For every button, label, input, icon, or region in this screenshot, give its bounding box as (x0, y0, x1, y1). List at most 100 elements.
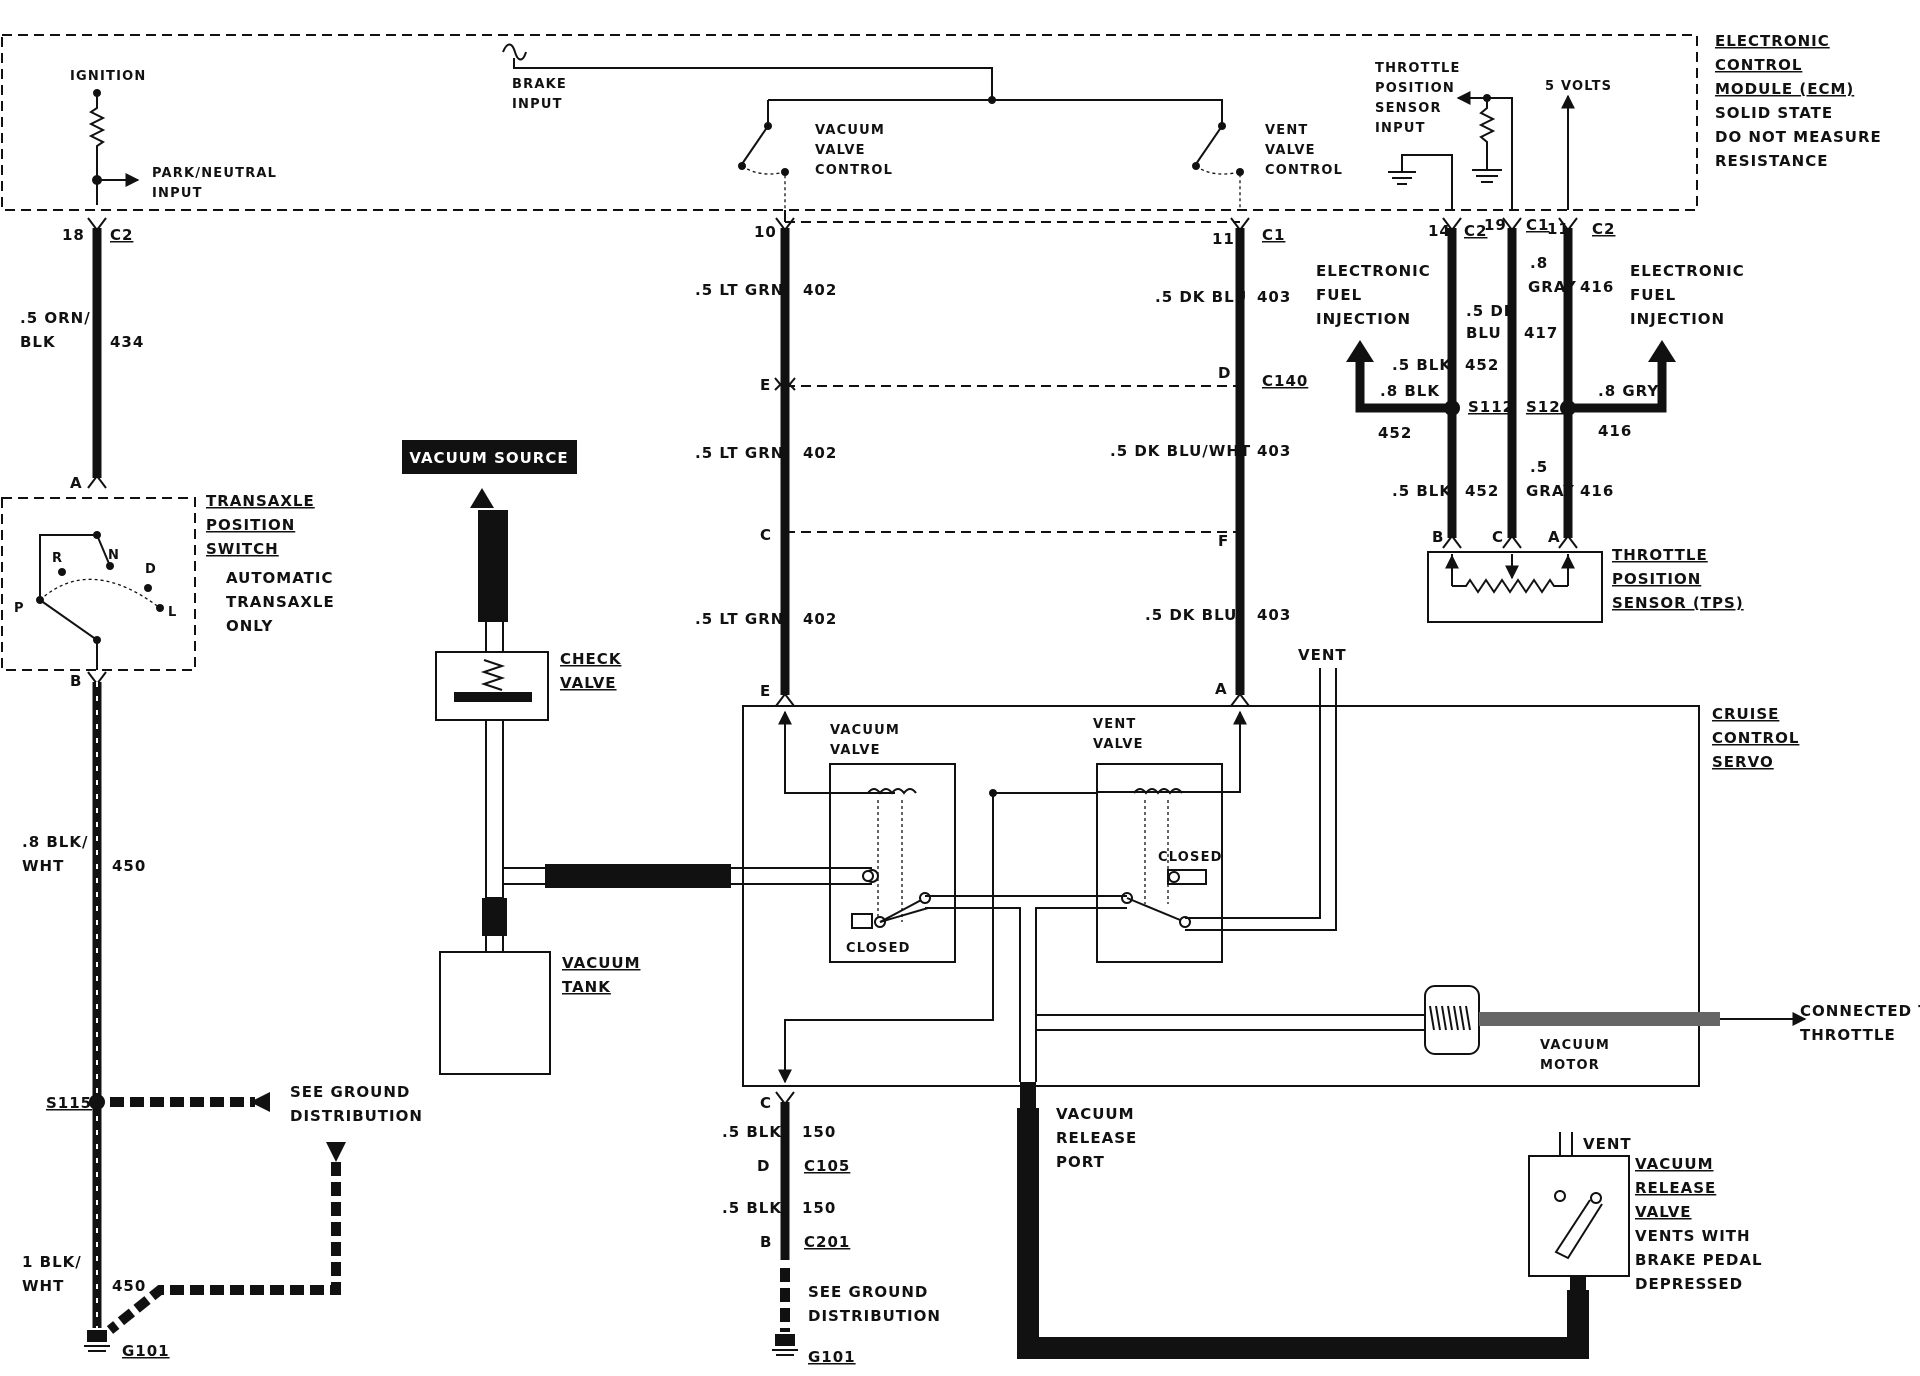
ignition-input: IGNITION PARK/NEUTRAL INPUT (70, 69, 276, 205)
vacuum-release-valve: VENT VACUUM RELEASE VALVE VENTS WITH BRA… (1528, 1132, 1763, 1293)
connected-label-2: THROTTLE (1800, 1026, 1896, 1044)
wire-434-color-1: .5 ORN/ (20, 309, 91, 327)
ecm-note-1: SOLID STATE (1715, 104, 1833, 122)
wire-450-color-2: WHT (22, 857, 64, 875)
tps-pin-b: B (1432, 528, 1444, 546)
vent-pin-a: A (1215, 680, 1228, 698)
tps-input-label-4: INPUT (1375, 121, 1426, 136)
tps-452-bottom: 452 (1465, 482, 1499, 500)
servo-pin-c: C (760, 1094, 772, 1112)
vacuum-pin-c: C (760, 526, 772, 544)
tps-pin-c: C (1492, 528, 1504, 546)
wire-403-circuit-2: 403 (1257, 442, 1291, 460)
vent-valve-closed: CLOSED (1158, 850, 1223, 865)
release-vent-label: VENT (1583, 1135, 1632, 1153)
wire-403-label-3: .5 DK BLU (1145, 606, 1237, 624)
release-valve-note-2: BRAKE PEDAL (1635, 1251, 1763, 1269)
servo-ground-ref-2: DISTRIBUTION (808, 1307, 941, 1325)
tps-input: THROTTLE POSITION SENSOR INPUT 5 VOLTS (1375, 61, 1611, 210)
check-valve-label-2: VALVE (560, 674, 617, 692)
wire-403-circuit-3: 403 (1257, 606, 1291, 624)
wire-434-color-2: BLK (20, 333, 56, 351)
tps-circuits: 14 C2 19 C1 11 C2 ELECTRONIC FUEL INJECT… (1316, 216, 1744, 623)
ground-ref-1: SEE GROUND (290, 1083, 410, 1101)
position-r: R (52, 551, 63, 566)
tps-conn-c2-a: C2 (1464, 222, 1487, 240)
vacuum-tank-label-2: TANK (562, 978, 611, 996)
wire-403-circuit-1: 403 (1257, 288, 1291, 306)
vacuum-valve-closed: CLOSED (846, 941, 911, 956)
vent-connector-c1: C1 (1262, 226, 1285, 244)
tps-416-branch: 416 (1598, 422, 1632, 440)
servo-title-2: CONTROL (1712, 729, 1799, 747)
brake-input: BRAKE INPUT (502, 43, 1223, 126)
brake-label-1: BRAKE (512, 77, 567, 92)
ignition-label: IGNITION (70, 69, 146, 84)
wire-450-circuit: 450 (112, 857, 146, 875)
servo-title-3: SERVO (1712, 753, 1774, 771)
vent-valve-control-label-3: CONTROL (1265, 163, 1343, 178)
tps-title-3: SENSOR (TPS) (1612, 594, 1744, 612)
vacuum-source-label: VACUUM SOURCE (409, 449, 568, 467)
tps-conn-c2-b: C2 (1592, 220, 1615, 238)
switch-title-3: SWITCH (206, 540, 279, 558)
wire-150-label-1: .5 BLK (722, 1123, 782, 1141)
tps-dkblu-2: BLU (1466, 324, 1502, 342)
ground-ref-2: DISTRIBUTION (290, 1107, 423, 1125)
position-d: D (145, 562, 157, 577)
efi-right-3: INJECTION (1630, 310, 1725, 328)
vacuum-tank-label-1: VACUUM (562, 954, 641, 972)
switch-note-3: ONLY (226, 617, 274, 635)
release-valve-title-3: VALVE (1635, 1203, 1692, 1221)
ignition-connector: C2 (110, 226, 133, 244)
tps-gray8-2: GRAY (1528, 278, 1577, 296)
release-valve-title-1: VACUUM (1635, 1155, 1714, 1173)
tps-input-label-3: SENSOR (1375, 101, 1442, 116)
wire-402-circuit-2: 402 (803, 444, 837, 462)
tps-gray5-1: .5 (1530, 458, 1548, 476)
vacuum-release-hose: VACUUM RELEASE PORT (1017, 1082, 1589, 1359)
vent-valve-control-switch: VENT VALVE CONTROL (1192, 122, 1343, 210)
transaxle-position-switch: P R N D L TRANSAXLE POSITION SWITCH AUTO… (1, 492, 334, 671)
release-port-label-2: RELEASE (1056, 1129, 1137, 1147)
ignition-circuit: 18 C2 .5 ORN/ BLK 434 A (20, 217, 143, 492)
release-valve-note-3: DEPRESSED (1635, 1275, 1743, 1293)
tps-blk-label-top: .5 BLK (1392, 356, 1452, 374)
vent-valve-label-1: VENT (1093, 717, 1137, 732)
vent-valve-control-label-1: VENT (1265, 123, 1309, 138)
servo-ground-ref-1: SEE GROUND (808, 1283, 928, 1301)
wire-450b-color-1: 1 BLK/ (22, 1253, 82, 1271)
vacuum-pin-e-bottom: E (760, 682, 771, 700)
splice-s120: S120 (1526, 398, 1572, 416)
tps-input-label-1: THROTTLE (1375, 61, 1461, 76)
ecm-title-2: CONTROL (1715, 56, 1802, 74)
switch-pin-a: A (70, 474, 83, 492)
vacuum-valve-label-1: VACUUM (830, 723, 900, 738)
servo-pin-b: B (760, 1233, 772, 1251)
switch-title-1: TRANSAXLE (206, 492, 315, 510)
wire-450b-color-2: WHT (22, 1277, 64, 1295)
vent-valve-control-label-2: VALVE (1265, 143, 1316, 158)
servo-pin-d: D (757, 1157, 770, 1175)
wire-402-label-3: .5 LT GRN (695, 610, 784, 628)
vacuum-pin-e-top: E (760, 376, 771, 394)
efi-left-3: INJECTION (1316, 310, 1411, 328)
wire-450-color-1: .8 BLK/ (22, 833, 88, 851)
servo-vent-label: VENT (1298, 646, 1347, 664)
connector-c201: C201 (804, 1233, 850, 1251)
wire-402-circuit-3: 402 (803, 610, 837, 628)
release-port-label-1: VACUUM (1056, 1105, 1135, 1123)
position-l: L (168, 605, 177, 620)
splice-s112: S112 (1468, 398, 1514, 416)
tps-pin-a: A (1548, 528, 1561, 546)
servo-ground-circuit-150: C .5 BLK 150 D C105 .5 BLK 150 B C201 SE… (722, 1091, 941, 1366)
vent-pin-f: F (1218, 532, 1229, 550)
tps-blk-label-bottom: .5 BLK (1392, 482, 1452, 500)
brake-label-2: INPUT (512, 97, 563, 112)
tps-416-bottom: 416 (1580, 482, 1614, 500)
vacuum-source-side: VACUUM SOURCE CHECK VALVE VACUUM TANK (402, 440, 879, 1075)
splice-s115: S115 (46, 1094, 92, 1112)
vent-pin-d: D (1218, 364, 1231, 382)
tps-416-top: 416 (1580, 278, 1614, 296)
